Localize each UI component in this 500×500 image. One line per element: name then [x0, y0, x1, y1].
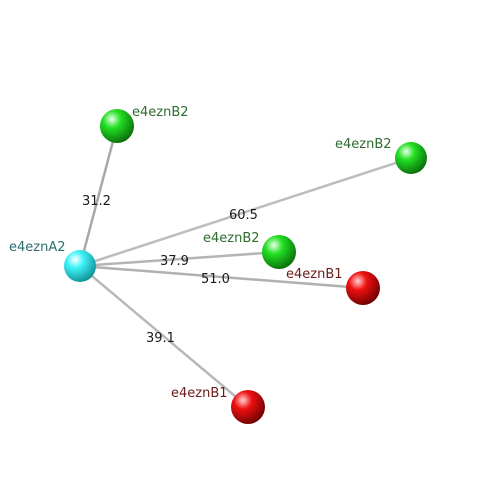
edge-label-mid-green: 37.9: [160, 254, 189, 269]
edge-to-mid-green: [79, 250, 280, 268]
edge-label-top-green: 31.2: [82, 194, 111, 209]
edge-label-right-red: 51.0: [201, 272, 230, 287]
label-right-red: e4eznB1: [286, 267, 343, 282]
node-mid-green[interactable]: [262, 235, 296, 269]
label-center: e4eznA2: [9, 240, 66, 255]
edge-to-right-green: [79, 156, 412, 268]
edge-labels: 31.2 60.5 37.9 51.0 39.1: [82, 194, 258, 346]
label-bottom-red: e4eznB1: [171, 386, 228, 401]
label-right-green: e4eznB2: [335, 137, 392, 152]
nodes: [64, 109, 427, 424]
node-bottom-red[interactable]: [231, 390, 265, 424]
edge-label-bottom-red: 39.1: [146, 331, 175, 346]
node-right-red[interactable]: [346, 271, 380, 305]
node-top-green[interactable]: [100, 109, 134, 143]
label-top-green: e4eznB2: [132, 105, 189, 120]
edge-to-top-green: [78, 125, 119, 267]
edges: [78, 125, 412, 408]
edge-to-right-red: [79, 264, 364, 290]
label-mid-green: e4eznB2: [203, 231, 260, 246]
node-right-green[interactable]: [395, 142, 427, 174]
edge-label-right-green: 60.5: [229, 208, 258, 223]
node-labels: e4eznA2 e4eznB2 e4eznB2 e4eznB2 e4eznB1 …: [9, 105, 392, 401]
node-center[interactable]: [64, 250, 96, 282]
edge-to-bottom-red: [79, 265, 249, 408]
